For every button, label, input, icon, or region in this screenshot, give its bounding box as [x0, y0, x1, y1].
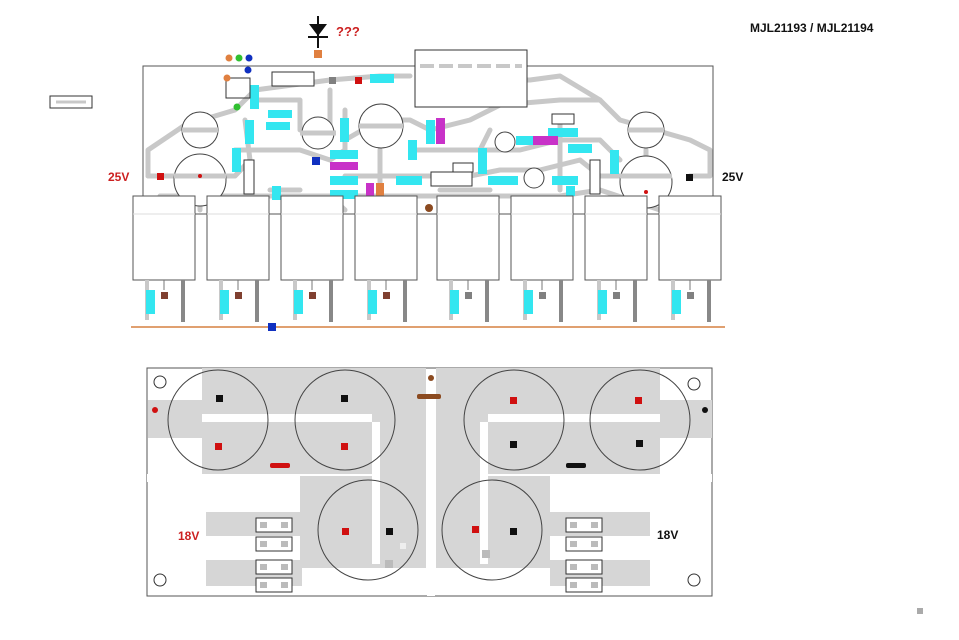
amp-film-capacitors	[330, 118, 558, 207]
input-pad-right	[686, 174, 693, 181]
relay-outline	[414, 49, 528, 108]
mounting-holes	[153, 375, 701, 587]
unknown-part-label: ???	[336, 24, 360, 39]
capacitor-circle-icon	[463, 369, 565, 471]
mounting-hole-icon	[153, 573, 167, 587]
power-supply-board	[146, 367, 713, 597]
transistor-package-icon	[510, 195, 574, 322]
mounting-hole-icon	[153, 375, 167, 389]
resistor-outline	[271, 71, 315, 87]
transistor-package-icon	[280, 195, 344, 322]
voltage-label-left-psu: 18V	[178, 529, 199, 543]
amplifier-board	[49, 16, 714, 215]
capacitor-circle-icon	[173, 153, 227, 207]
psu-pads	[152, 395, 708, 535]
transistor-package-icon	[658, 195, 722, 322]
resistor-outline	[430, 171, 473, 187]
bridge-rectifier-icon	[565, 517, 603, 593]
capacitor-circle-icon	[317, 479, 419, 581]
mounting-hole-icon	[687, 573, 701, 587]
mounting-hole-icon	[687, 377, 701, 391]
voltage-label-left-amp: 25V	[108, 170, 129, 184]
transistor-package-icon	[584, 195, 648, 322]
capacitor-circle-icon	[523, 167, 545, 189]
diode-icon	[308, 16, 328, 58]
voltage-label-right-amp: 25V	[722, 170, 743, 184]
capacitor-circle-icon	[441, 479, 543, 581]
resistor-outline	[243, 159, 255, 195]
capacitor-circle-icon	[494, 131, 516, 153]
transistor-package-icon	[436, 195, 500, 322]
voltage-label-right-psu: 18V	[657, 528, 678, 542]
psu-capacitors	[167, 369, 691, 581]
capacitor-circle-icon	[294, 369, 396, 471]
resistor-outline	[551, 113, 575, 125]
transistor-models-label: MJL21193 / MJL21194	[750, 21, 874, 35]
amp-resistors	[232, 74, 619, 200]
transistor-package-icon	[132, 195, 196, 322]
bridge-rectifier-icon	[255, 517, 293, 593]
output-transistor-row	[132, 195, 722, 322]
resistor-outline	[589, 159, 601, 195]
capacitor-circle-icon	[167, 369, 269, 471]
input-pad-left	[157, 173, 164, 180]
connector-outline	[225, 77, 251, 99]
transistor-package-icon	[354, 195, 418, 322]
transistor-package-icon	[206, 195, 270, 322]
capacitor-circle-icon	[589, 369, 691, 471]
